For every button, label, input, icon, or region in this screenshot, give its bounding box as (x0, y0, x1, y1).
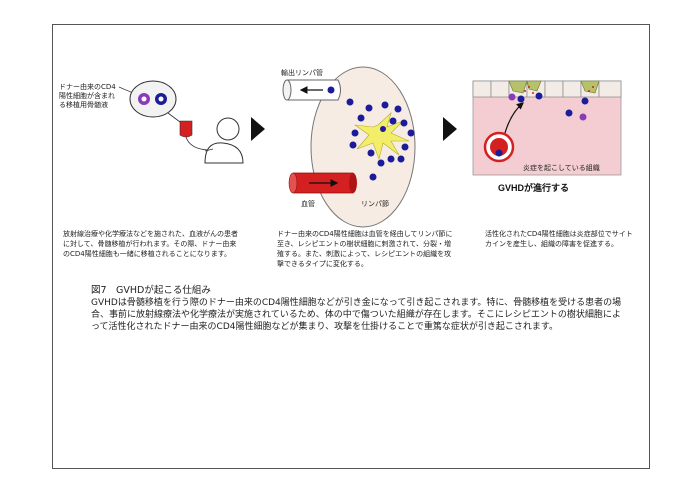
stage1-description: 放射線治療や化学療法などを施された、血液がんの患者に対して、骨髄移植が行われます… (63, 230, 238, 258)
stage-arrow-2 (443, 117, 457, 141)
patient-head (216, 117, 240, 141)
lymph-node-label: リンパ節 (361, 200, 389, 208)
lymph-vessel-label: 輸出リンパ管 (281, 69, 323, 77)
stage3-title: GVHDが進行する (498, 183, 570, 193)
stage1-illustration (118, 80, 244, 164)
patient-body (204, 142, 244, 164)
stage3-description: 活性化されたCD4陽性細胞は炎症部位でサイトカインを産生し、組織の障害を促進する… (485, 230, 633, 248)
epithelial-cells (472, 80, 622, 98)
bone-marrow-label-1: ドナー由来のCD4 (59, 83, 116, 91)
damaged-cells (508, 80, 600, 94)
figure-title: 図7 GVHDが起こる仕組み (91, 285, 211, 296)
figure-caption: GVHDは骨髄移植を行う際のドナー由来のCD4陽性細胞などが引き金になって引き起… (91, 298, 622, 332)
figure-frame: ドナー由来のCD4 陽性細胞が含まれ る移植用骨髄液 放射線治療や化学療法などを… (52, 24, 650, 469)
label-leader-line (118, 86, 134, 94)
exiting-cd4-cell (327, 86, 335, 94)
stage2-description: ドナー由来のCD4陽性細胞は血管を経由してリンパ節に至き、レシピエントの樹状細胞… (277, 230, 453, 268)
transfusion-bag (179, 120, 193, 138)
stage-arrow-1 (251, 117, 265, 141)
bone-marrow-label-3: る移植用骨髄液 (59, 101, 108, 109)
blood-vessel-label: 血管 (301, 200, 315, 208)
cytokines (524, 86, 594, 94)
stage2-illustration (282, 66, 416, 228)
stage3-illustration (472, 80, 622, 176)
dendritic-cell (353, 112, 410, 161)
bone-marrow-bubble (129, 80, 177, 118)
bone-marrow-label-2: 陽性細胞が含まれ (59, 92, 115, 100)
inflamed-tissue-label: 炎症を起こしている組織 (523, 164, 600, 172)
gvhd-mechanism-diagram (118, 66, 622, 228)
transfusion-tube (185, 136, 209, 151)
proliferating-cd4-cells (346, 98, 415, 167)
